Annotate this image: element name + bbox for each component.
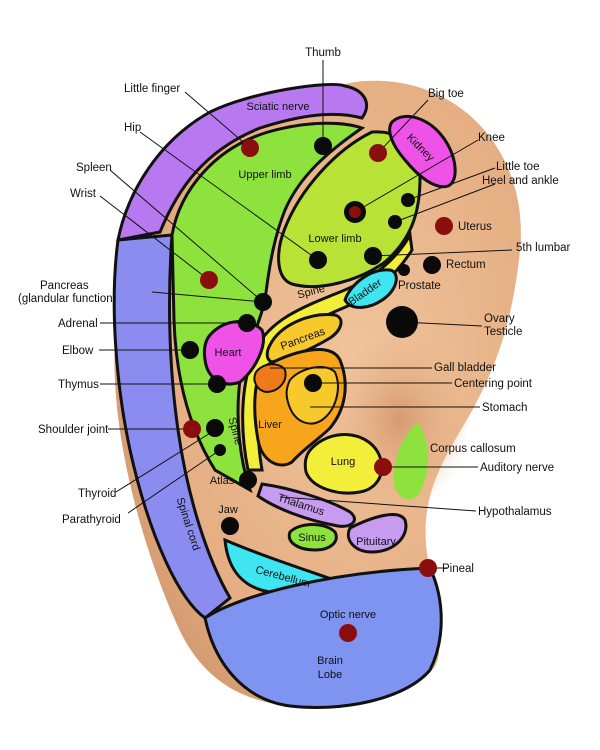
optic-nerve-point	[339, 624, 357, 642]
pineal-point	[419, 559, 437, 577]
label-hip: Hip	[124, 122, 141, 134]
prostate-point	[398, 264, 410, 276]
label-pineal: Pineal	[442, 563, 474, 575]
label-little-toe: Little toe	[496, 161, 539, 173]
label-adrenal: Adrenal	[58, 318, 98, 330]
label-gall-bladder: Gall bladder	[434, 362, 496, 374]
label-elbow: Elbow	[62, 345, 94, 357]
label-auditory-nerve: Auditory nerve	[480, 462, 554, 474]
spinal-cord-region	[112, 233, 232, 620]
pancreas-region	[265, 313, 343, 364]
label-stomach: Stomach	[482, 402, 527, 414]
thumb-point	[314, 137, 332, 155]
region-label-upper-limb: Upper limb	[238, 169, 291, 181]
acupoints	[181, 137, 453, 642]
auditory-nerve-point	[374, 458, 392, 476]
corpus-callosum-region	[393, 422, 429, 500]
label-knee: Knee	[478, 132, 505, 144]
label-pancreas-glandular-2: (glandular function)	[18, 293, 117, 305]
big-toe-point	[369, 144, 387, 162]
lung-region	[303, 433, 384, 495]
label-parathyroid: Parathyroid	[62, 514, 121, 526]
label-rectum: Rectum	[446, 259, 486, 271]
adrenal-point	[238, 314, 256, 332]
region-label-sinus: Sinus	[298, 532, 326, 544]
thymus-point	[208, 375, 226, 393]
label-thyroid: Thyroid	[78, 488, 116, 500]
little-finger-point	[241, 139, 259, 157]
label-thumb: Thumb	[305, 47, 341, 59]
brain-lobe-region	[203, 566, 443, 709]
thyroid-point	[206, 419, 224, 437]
region-label-lung: Lung	[331, 456, 355, 468]
region-label-brain-line1: Brain	[317, 655, 343, 667]
label-testicle: Testicle	[484, 326, 522, 338]
knee-inner-point	[349, 206, 361, 218]
elbow-point	[181, 341, 199, 359]
ovary-point	[386, 306, 418, 338]
region-label-optic-nerve: Optic nerve	[320, 609, 376, 621]
fifth-lumbar-point	[364, 247, 382, 265]
label-wrist: Wrist	[70, 188, 97, 200]
label-big-toe: Big toe	[428, 88, 464, 100]
region-label-jaw: Jaw	[218, 504, 238, 516]
centering-point	[304, 374, 322, 392]
label-ovary: Ovary	[484, 313, 515, 325]
pituitary-region	[347, 513, 408, 554]
wrist-point	[200, 271, 218, 289]
label-5th-lumbar: 5th lumbar	[516, 242, 571, 254]
rectum-point	[423, 256, 441, 274]
region-label-heart: Heart	[215, 347, 242, 359]
region-label-atlas: Atlas	[210, 475, 235, 487]
label-thymus: Thymus	[58, 379, 99, 391]
upper-limb-region	[170, 121, 366, 494]
stomach-region	[285, 365, 339, 425]
label-heel-and-ankle: Heel and ankle	[482, 175, 559, 187]
uterus-point	[435, 217, 453, 235]
thalamus-region	[256, 482, 356, 528]
sciatic-nerve-region	[116, 82, 368, 242]
label-shoulder-joint: Shoulder joint	[38, 424, 109, 436]
label-centering-point: Centering point	[454, 378, 533, 390]
heel-ankle-point	[388, 215, 402, 229]
label-uterus: Uterus	[458, 221, 492, 233]
label-hypothalamus: Hypothalamus	[478, 506, 552, 518]
parathyroid-point	[214, 444, 226, 456]
label-corpus-callosum: Corpus callosum	[430, 443, 516, 455]
leader-lines	[99, 60, 513, 569]
jaw-point	[221, 517, 239, 535]
region-label-pituitary: Pituitary	[356, 536, 396, 548]
label-pancreas-glandular-1: Pancreas	[40, 280, 89, 292]
region-label-sciatic-nerve: Sciatic nerve	[247, 101, 310, 113]
region-label-lower-limb: Lower limb	[308, 233, 361, 245]
atlas-point	[239, 471, 257, 489]
shoulder-joint-point	[183, 420, 201, 438]
label-spleen: Spleen	[76, 162, 112, 174]
region-label-brain-line2: Lobe	[318, 669, 342, 681]
external-labels: Thumb Little finger Big toe Hip Knee Spl…	[18, 47, 571, 575]
spleen-point	[254, 293, 272, 311]
gall-bladder-region	[253, 363, 287, 394]
hip-point	[309, 251, 327, 269]
kidney-region	[388, 114, 457, 189]
label-little-finger: Little finger	[124, 83, 180, 95]
little-toe-point	[401, 193, 415, 207]
bladder-region	[343, 268, 398, 309]
sinus-region	[287, 523, 338, 552]
label-prostate: Prostate	[398, 280, 441, 292]
region-label-liver: Liver	[258, 419, 282, 431]
